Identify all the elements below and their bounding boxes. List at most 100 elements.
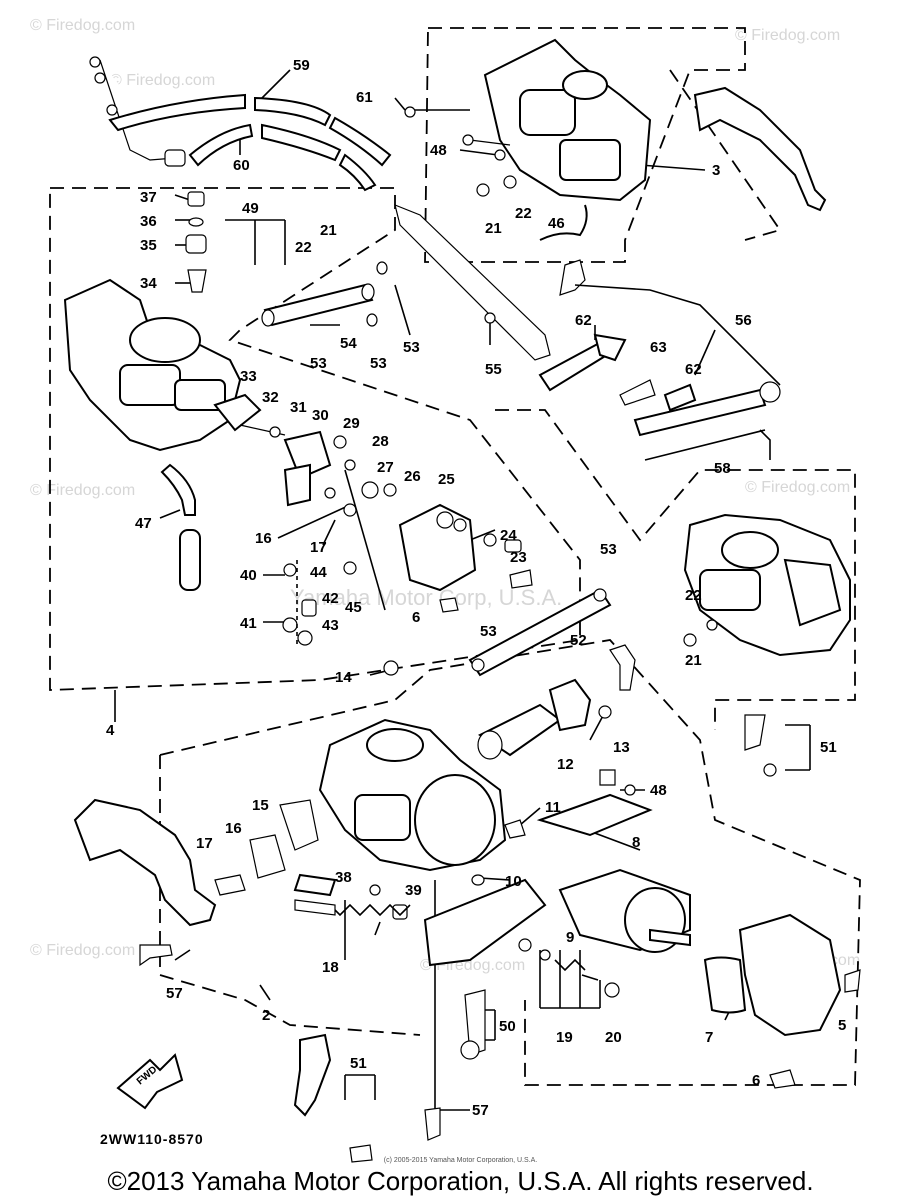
callout-60: 60 [233,157,250,174]
callout-49: 49 [242,200,259,217]
callout-31: 31 [290,399,307,416]
small-copyright: (c) 2005-2015 Yamaha Motor Corporation, … [383,1157,538,1164]
callout-3: 3 [712,162,720,179]
callout-19: 19 [556,1029,573,1046]
callout-53-c: 53 [370,355,387,372]
callout-40: 40 [240,567,257,584]
callout-44: 44 [310,564,327,581]
callout-53-d: 53 [600,541,617,558]
callout-21-left: 21 [320,222,337,239]
callout-15: 15 [252,797,269,814]
callout-26: 26 [404,468,421,485]
callout-37: 37 [140,189,157,206]
callout-38: 38 [335,869,352,886]
callout-13: 13 [613,739,630,756]
callout-53-a: 53 [403,339,420,356]
callout-48-bottom: 48 [650,782,667,799]
forward-arrow: FWD [116,1053,184,1110]
fuel-hoses [89,56,392,192]
watermark-mid-left: © Firedog.com [30,482,135,499]
watermark-mid-right: © Firedog.com [745,479,850,496]
callout-36: 36 [140,213,157,230]
callout-2: 2 [262,1007,270,1024]
watermark-top-right: © Firedog.com [735,27,840,44]
callout-10: 10 [505,873,522,890]
callout-12: 12 [557,756,574,773]
footer-copyright: ©2013 Yamaha Motor Corporation, U.S.A. A… [107,1166,814,1196]
pipe-52 [468,588,636,691]
callout-50: 50 [499,1018,516,1035]
callout-22-right: 22 [685,587,702,604]
callout-42: 42 [322,590,339,607]
callout-32: 32 [262,389,279,406]
small-parts-middle [213,393,533,646]
callout-22-top: 22 [515,205,532,222]
callout-22-left: 22 [295,239,312,256]
callout-43: 43 [322,617,339,634]
callout-55: 55 [485,361,502,378]
air-chamber [423,793,861,1141]
callout-46: 46 [548,215,565,232]
carburetor-top [404,38,652,241]
callout-21-right: 21 [685,652,702,669]
callout-54: 54 [340,335,357,352]
callout-62-a: 62 [575,312,592,329]
callout-61: 61 [356,89,373,106]
callout-5: 5 [838,1017,846,1034]
callout-8: 8 [632,834,640,851]
carburetor-right [683,513,851,777]
watermark-center: Yamaha Motor Corp, U.S.A. [290,585,562,610]
bracket-right-top [693,86,827,212]
callout-58: 58 [714,460,731,477]
callout-6-mid: 6 [412,609,420,626]
bracket-51-bottom [293,1033,373,1163]
callout-9: 9 [566,929,574,946]
callout-21-top: 21 [485,220,502,237]
callout-33: 33 [240,368,257,385]
callout-20: 20 [605,1029,622,1046]
callout-24: 24 [500,527,517,544]
callout-28: 28 [372,433,389,450]
callout-29: 29 [343,415,360,432]
callout-51-right: 51 [820,739,837,756]
callout-63: 63 [650,339,667,356]
watermark-low-left: © Firedog.com [30,942,135,959]
watermark-upper-left: © Firedog.com [110,72,215,89]
callout-51-bottom: 51 [350,1055,367,1072]
callout-52: 52 [570,632,587,649]
callout-25: 25 [438,471,455,488]
callout-11: 11 [545,799,561,816]
callout-27: 27 [377,459,394,476]
callout-16-bottom: 16 [225,820,242,837]
callout-48-top: 48 [430,142,447,159]
callout-30: 30 [312,407,329,424]
callout-45: 45 [345,599,362,616]
callout-47: 47 [135,515,152,532]
callout-57-bottom: 57 [472,1102,489,1119]
diagram-code: 2WW110-8570 [100,1131,204,1147]
callout-17-top: 17 [310,539,327,556]
callout-34: 34 [140,275,157,292]
callout-59: 59 [293,57,310,74]
callout-17-bottom: 17 [196,835,213,852]
callout-16-top: 16 [255,530,272,547]
callout-57-left: 57 [166,985,183,1002]
carburetor-lower [318,660,636,886]
callout-56: 56 [735,312,752,329]
callout-62-b: 62 [685,361,702,378]
spring-18 [293,873,411,920]
callout-41: 41 [240,615,257,632]
callout-14: 14 [335,669,352,686]
watermark-top-left: © Firedog.com [30,17,135,34]
callout-18: 18 [322,959,339,976]
callout-53-b: 53 [310,355,327,372]
callout-39: 39 [405,882,422,899]
bracket-left-lower [73,798,319,967]
callout-7: 7 [705,1029,713,1046]
carburetor-left [63,191,242,591]
callout-23: 23 [510,549,527,566]
assembly-outlines [49,27,861,1086]
callout-35: 35 [140,237,157,254]
callout-labels: 59 61 60 48 3 37 36 49 21 22 22 21 46 35… [106,57,846,1119]
